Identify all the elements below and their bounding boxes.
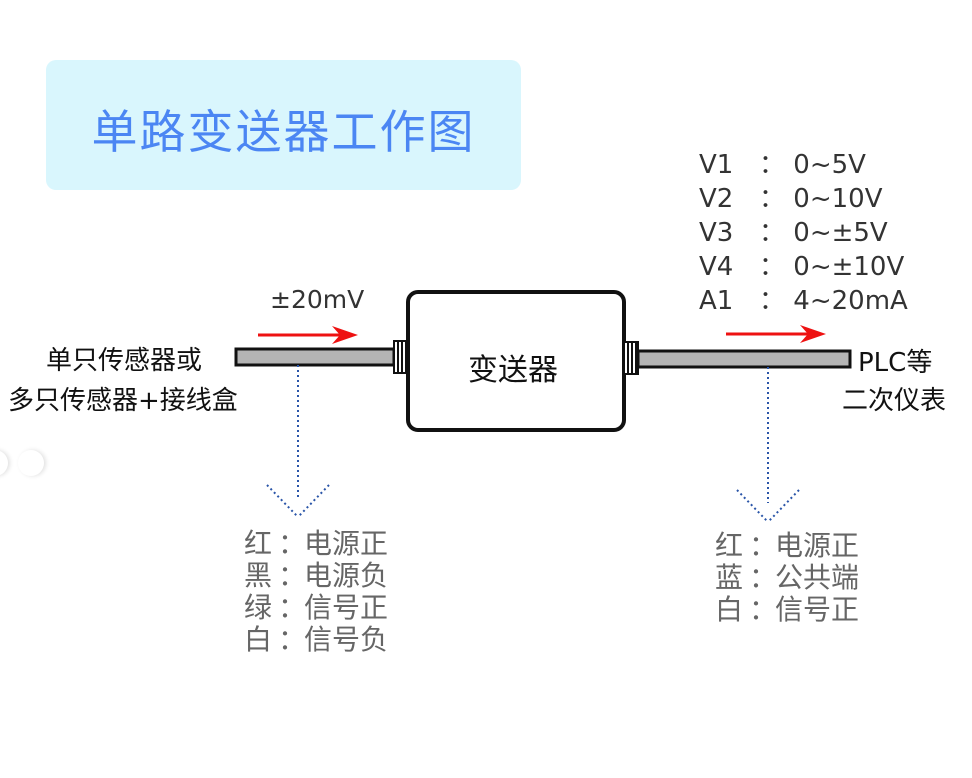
wire-legend-row: 黑：电源负 [244,560,388,592]
wire-meaning: 电源正 [304,527,389,560]
spec-sep: ： [759,252,786,282]
wire-legend-row: 红：电源正 [715,530,859,562]
wire-legend-row: 蓝：公共端 [715,562,859,594]
wire-color: 白 [244,623,273,656]
output-spec-row: V3 ： 0~±5V [699,216,908,250]
wire-meaning: 信号正 [304,591,389,624]
wire-sep: ： [749,529,778,562]
wire-legend-row: 绿：信号正 [244,592,388,624]
wire-color: 白 [715,593,744,626]
spec-sep: ： [759,184,786,214]
output-cable [636,349,852,369]
wire-meaning: 电源正 [775,529,860,562]
title-banner: 单路变送器工作图 [46,60,521,190]
source-label-line2: 多只传感器+接线盒 [8,386,238,416]
output-spec-list: V1： 0~5V V2： 0~10V V3： 0~±5V V4： 0~±10V … [699,148,908,318]
input-wire-dotted-arrow [266,365,330,518]
output-spec-row: A1 ： 4~20mA [699,284,908,318]
wire-meaning: 公共端 [775,561,860,594]
spec-sep: ： [759,286,786,316]
input-cable [234,347,396,367]
spec-range: 4~20mA [793,286,908,316]
spec-key: V4 [699,252,734,282]
wire-color: 蓝 [715,561,744,594]
wire-meaning: 信号正 [775,593,860,626]
wire-color: 红 [244,527,273,560]
output-spec-row: V2 ： 0~10V [699,182,908,216]
spec-key: V2 [699,184,734,214]
spec-range: 0~5V [793,150,866,180]
spec-range: 0~10V [793,184,883,214]
spec-sep: ： [759,218,786,248]
input-signal-arrow [258,326,358,344]
input-wire-legend: 红：电源正 黑：电源负 绿：信号正 白：信号负 [244,528,388,656]
input-connector [393,340,409,374]
wire-legend-row: 白：信号负 [244,624,388,656]
decorative-circle [18,450,44,476]
spec-range: 0~±10V [793,252,905,282]
spec-key: V1 [699,150,734,180]
destination-label-line2: 二次仪表 [842,386,947,416]
input-signal-label: ±20mV [270,285,365,314]
wire-meaning: 电源负 [304,559,389,592]
wire-sep: ： [278,591,307,624]
diagram-title: 单路变送器工作图 [91,105,476,159]
wire-sep: ： [749,593,778,626]
wire-sep: ： [749,561,778,594]
wire-sep: ： [278,527,307,560]
wire-legend-row: 白：信号正 [715,594,859,626]
output-signal-arrow [726,325,826,343]
spec-key: A1 [699,286,734,316]
spec-key: V3 [699,218,734,248]
output-spec-row: V4 ： 0~±10V [699,250,908,284]
source-label-line1: 单只传感器或 [46,346,203,376]
transmitter-label: 变送器 [468,353,558,388]
output-connector [623,341,639,375]
output-wire-legend: 红：电源正 蓝：公共端 白：信号正 [715,530,859,626]
wire-meaning: 信号负 [304,623,389,656]
wire-sep: ： [278,559,307,592]
wire-legend-row: 红：电源正 [244,528,388,560]
wire-color: 黑 [244,559,273,592]
output-wire-dotted-arrow [736,367,800,523]
output-spec-row: V1 ： 0~5V [699,148,908,182]
wire-color: 绿 [244,591,273,624]
spec-range: 0~±5V [793,218,888,248]
spec-sep: ： [759,150,786,180]
destination-label-line1: PLC等 [858,348,933,378]
wire-sep: ： [278,623,307,656]
wire-color: 红 [715,529,744,562]
